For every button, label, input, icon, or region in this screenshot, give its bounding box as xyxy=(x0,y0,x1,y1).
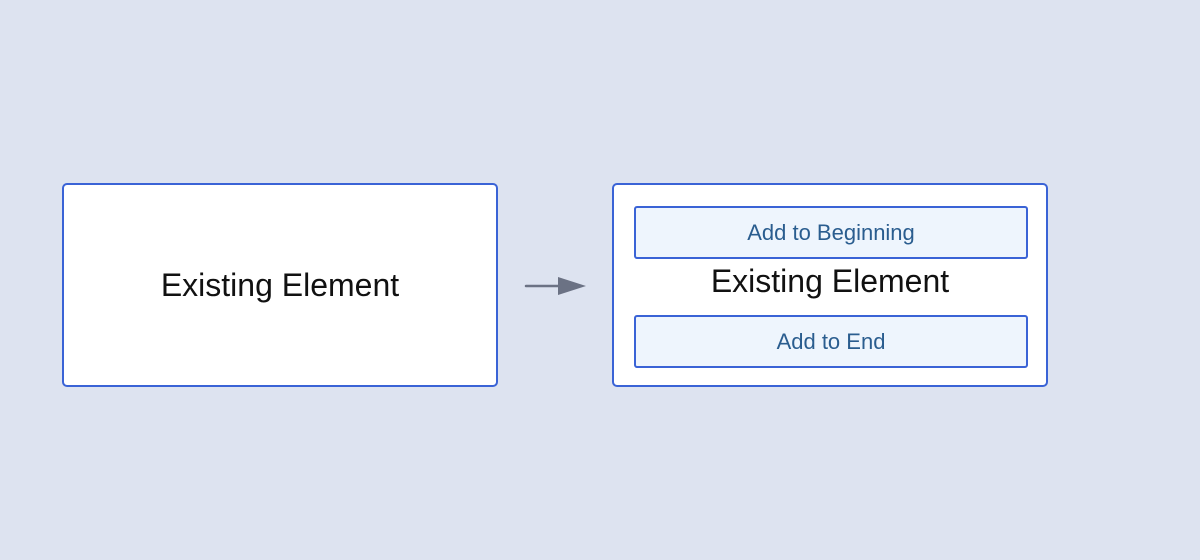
add-to-beginning-box: Add to Beginning xyxy=(634,206,1028,259)
result-element-box: Add to Beginning Existing Element Add to… xyxy=(612,183,1048,387)
result-existing-element-label: Existing Element xyxy=(710,263,950,299)
existing-element-label: Existing Element xyxy=(160,266,400,303)
existing-element-box: Existing Element xyxy=(62,183,498,387)
arrow-right-icon xyxy=(524,277,586,295)
add-to-end-box: Add to End xyxy=(634,315,1028,368)
